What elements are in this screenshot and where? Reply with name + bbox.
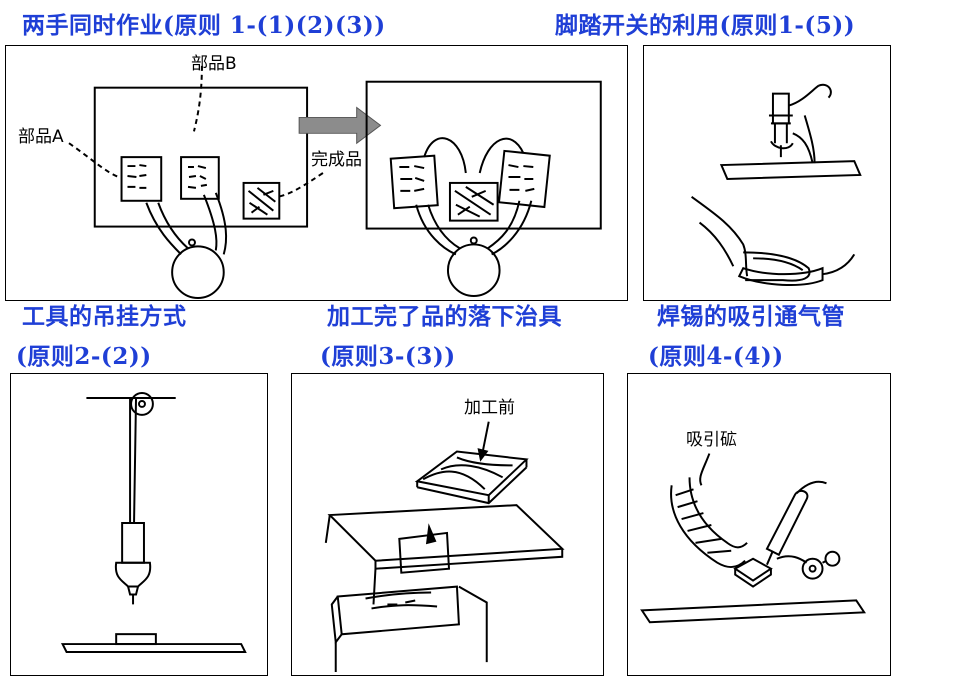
work-table [324, 504, 565, 605]
part-a-tray [120, 156, 163, 202]
soldering-iron [765, 480, 827, 566]
suction-hose [670, 477, 748, 568]
heading-foot-switch: 脚踏开关的利用(原则1-(5)) [555, 12, 856, 39]
drop-bin [330, 585, 460, 645]
worker-left [145, 192, 228, 300]
right-assembly-box [448, 181, 499, 222]
hanging-screwdriver [114, 522, 152, 605]
part-a-label: 部品A [18, 127, 64, 147]
heading-drop-fixture-rule: (原则3-(3)) [320, 343, 456, 370]
heading-solder-suction-rule: (原则4-(4)) [648, 343, 784, 370]
unprocessed-tray [414, 450, 529, 505]
foot-switch-drawing [691, 83, 862, 287]
worker-right [415, 200, 533, 298]
right-part-a-tray [389, 154, 439, 210]
heading-tool-hanging: 工具的吊挂方式 [22, 303, 187, 330]
two-hands-illustration-panel: 部品B 部品A 完成品 [5, 45, 628, 301]
before-processing-label: 加工前 [464, 398, 515, 418]
two-hands-drawing [68, 65, 602, 300]
operator-leg [691, 196, 811, 282]
heading-drop-fixture: 加工完了品的落下治具 [327, 303, 562, 330]
drop-fixture-drawing [324, 421, 565, 673]
drop-fixture-illustration-panel: 加工前 [291, 373, 604, 676]
hose-reel [801, 550, 841, 580]
foot-switch-illustration-panel [643, 45, 891, 301]
pulley [130, 392, 154, 416]
heading-solder-suction: 焊锡的吸引通气管 [657, 303, 845, 330]
transition-arrow [298, 106, 382, 145]
press-machine [768, 83, 832, 164]
tool-hanging-drawing [60, 392, 247, 653]
solder-suction-drawing [640, 453, 866, 624]
solder-suction-illustration-panel: 吸引砿 [627, 373, 891, 676]
suction-pipe-label: 吸引砿 [686, 430, 737, 450]
heading-tool-hanging-rule: (原则2-(2)) [16, 343, 152, 370]
workpiece [733, 557, 773, 588]
part-b-label: 部品B [191, 54, 237, 74]
right-part-b-tray [497, 149, 551, 209]
finished-part-box [242, 181, 281, 220]
tool-hanging-illustration-panel [10, 373, 268, 676]
heading-two-hands: 两手同时作业(原则 1-(1)(2)(3)) [22, 12, 386, 39]
part-b-tray [180, 156, 220, 200]
foot-pedal [737, 253, 856, 287]
finished-product-label: 完成品 [311, 150, 362, 170]
